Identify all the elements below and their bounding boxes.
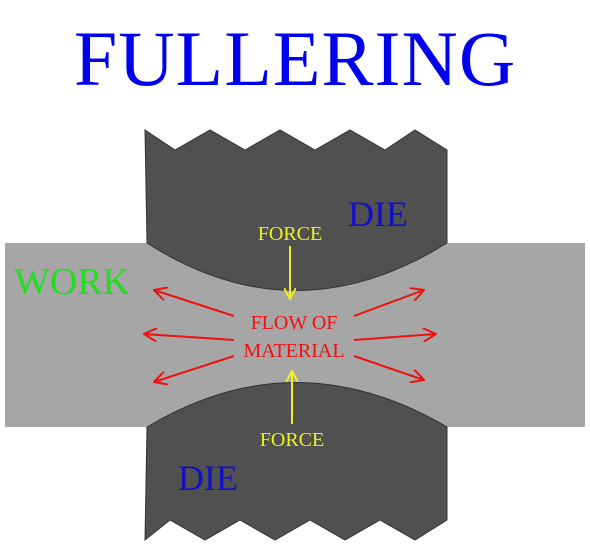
flow-arrow-left-upper — [154, 290, 235, 317]
work-piece — [5, 243, 585, 427]
flow-label-line1: FLOW OF — [251, 312, 338, 334]
work-label: WORK — [14, 261, 131, 303]
flow-arrow-left-middle — [144, 334, 235, 340]
flow-arrow-right-lower — [353, 355, 424, 380]
force-bottom-label: FORCE — [260, 429, 324, 451]
flow-arrow-left-lower — [154, 355, 235, 382]
flow-label-line2: MATERIAL — [243, 340, 344, 362]
flow-arrow-right-upper — [353, 290, 424, 317]
bottom-die-label: DIE — [178, 458, 238, 498]
bottom-die — [144, 382, 448, 542]
page-title: FULLERING — [73, 15, 517, 102]
top-die — [144, 129, 448, 291]
force-top-label: FORCE — [258, 223, 322, 245]
flow-arrow-right-middle — [353, 334, 436, 340]
top-die-label: DIE — [348, 194, 408, 234]
